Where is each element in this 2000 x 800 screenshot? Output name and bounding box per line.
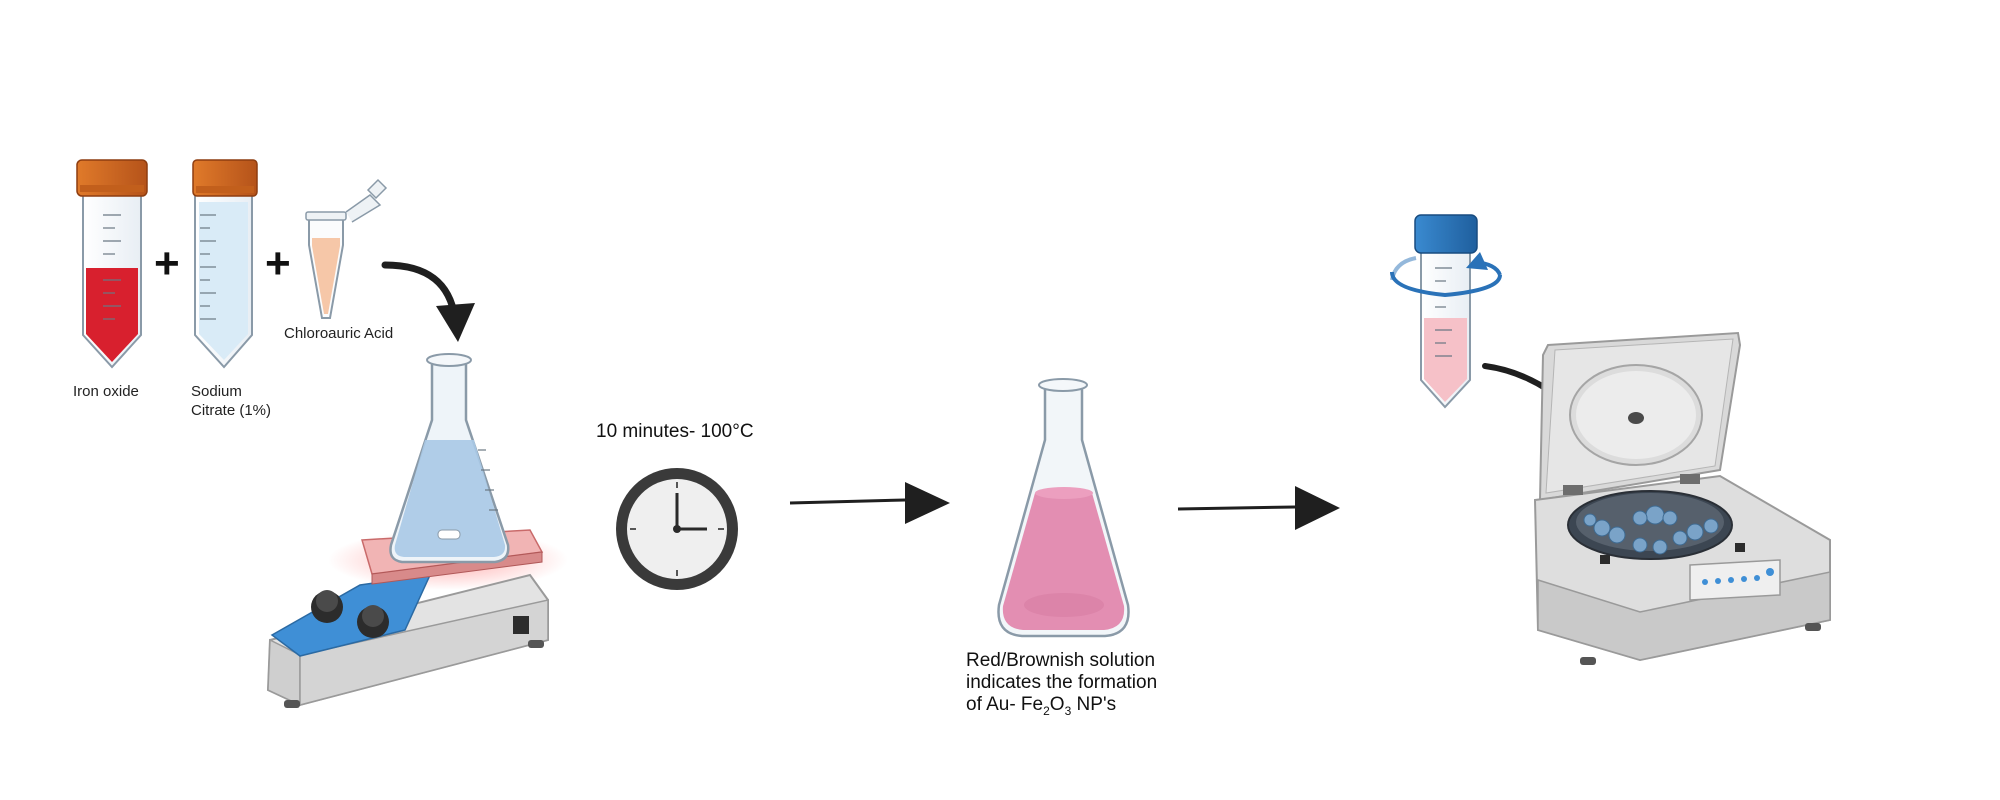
falcon-tube-empty-icon <box>192 159 258 369</box>
eppendorf-tube-icon <box>305 178 388 319</box>
plus-sign-2: + <box>265 239 291 288</box>
result-line3-prefix: of Au- Fe <box>966 694 1044 715</box>
result-sub-3: 3 <box>1064 703 1072 718</box>
erlenmeyer-flask-pink-icon <box>997 378 1130 638</box>
result-description: Red/Brownish solution indicates the form… <box>966 650 1157 722</box>
sodium-citrate-label: Sodium Citrate (1%) <box>191 382 271 420</box>
iron-oxide-label: Iron oxide <box>73 383 139 400</box>
centrifuge-icon <box>1533 331 1831 665</box>
result-oxygen: O <box>1049 694 1065 715</box>
plus-sign-1: + <box>154 239 180 288</box>
erlenmeyer-flask-blue-icon <box>389 353 510 564</box>
falcon-tube-blue-cap-icon <box>1390 214 1502 409</box>
result-line1: Red/Brownish solution <box>966 650 1156 671</box>
falcon-tube-red-icon <box>76 159 148 369</box>
result-line3-suffix: NP's <box>1071 694 1117 715</box>
result-sub-2: 2 <box>1043 703 1050 718</box>
chloroauric-acid-label: Chloroauric Acid <box>284 325 394 342</box>
clock-icon <box>616 468 738 590</box>
sodium-citrate-label-line2: Citrate (1%) <box>191 402 272 419</box>
sodium-citrate-label-line1: Sodium <box>191 383 242 400</box>
result-line2: indicates the formation <box>966 672 1158 693</box>
time-temperature-label: 10 minutes- 100°C <box>596 421 754 442</box>
arrow-right-icon-2 <box>1177 486 1340 530</box>
result-line3: of Au- Fe2O3 NP's <box>966 694 1157 722</box>
arrow-right-icon <box>789 482 950 524</box>
